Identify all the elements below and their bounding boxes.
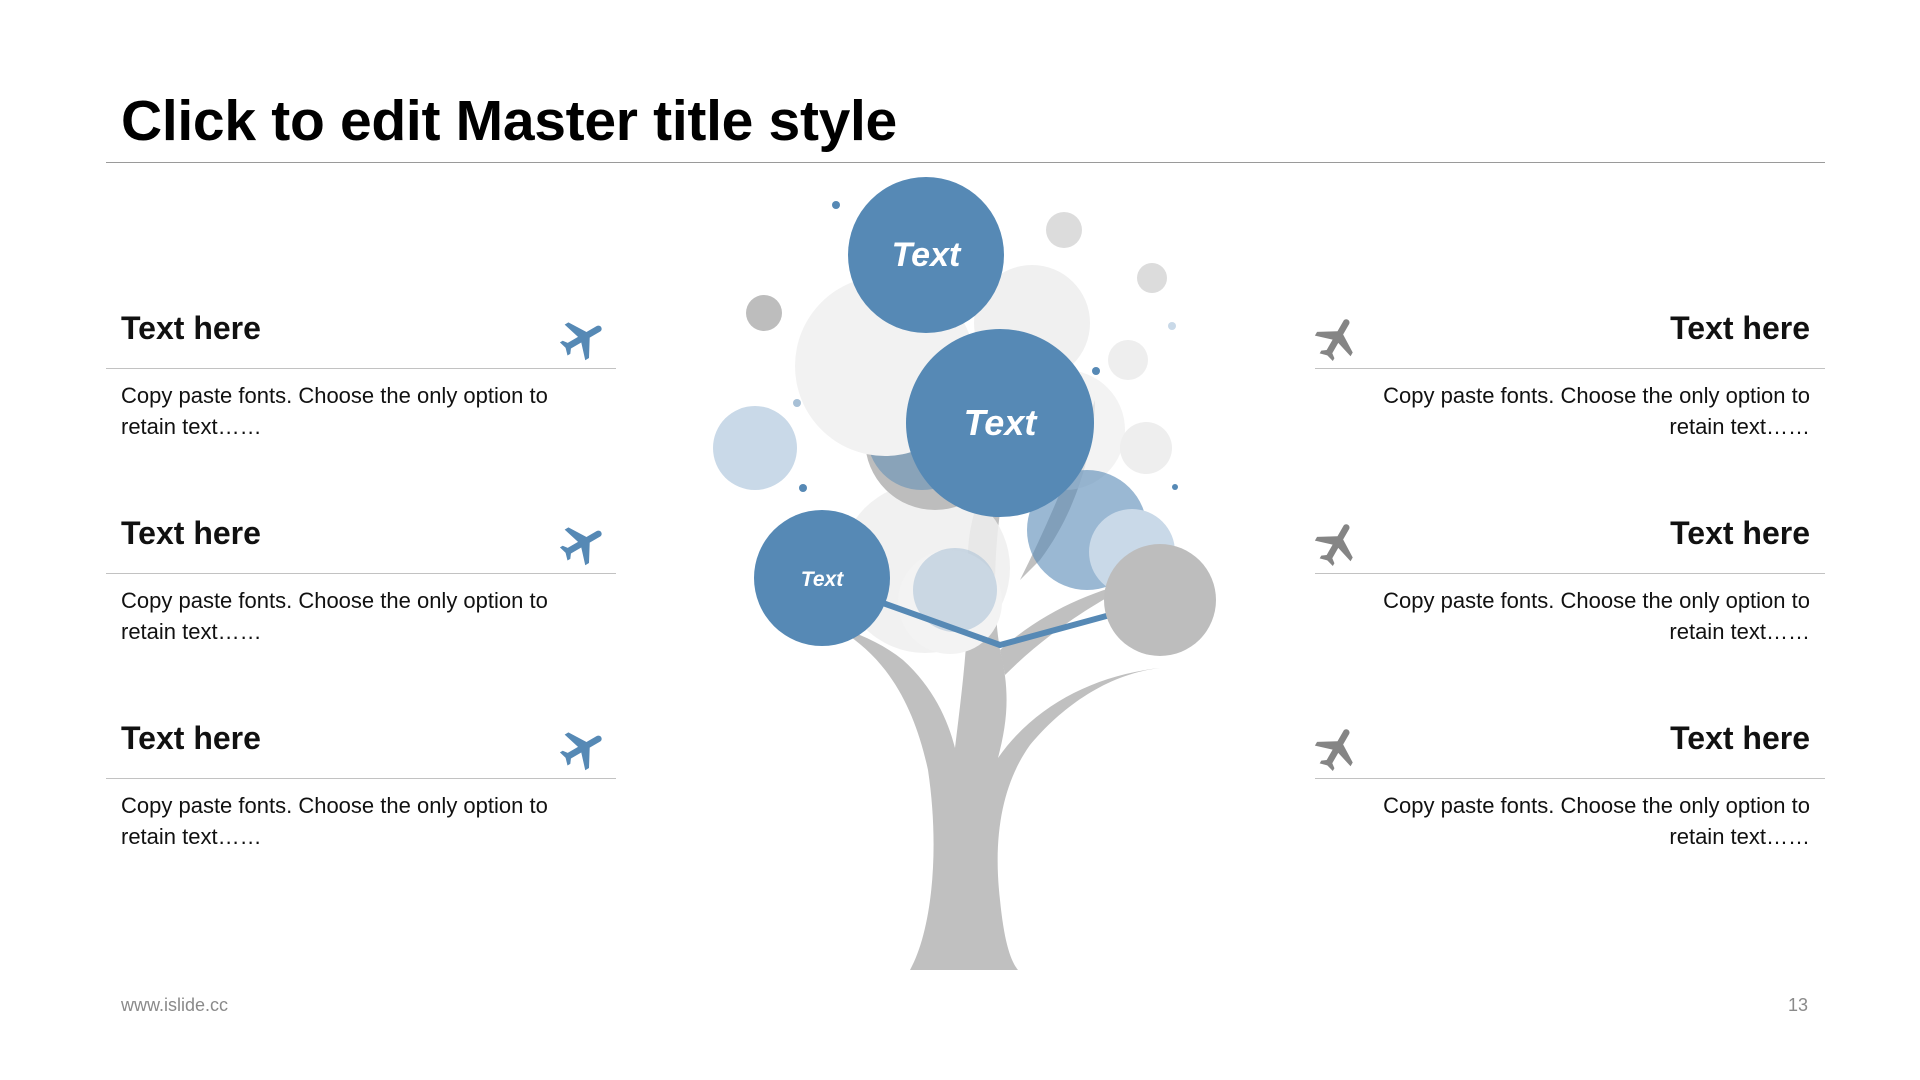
bubble-mid-label: Text	[964, 402, 1039, 443]
bubble-decor	[713, 406, 797, 490]
item-description: Copy paste fonts. Choose the only option…	[1383, 383, 1810, 439]
item-title: Text here	[121, 310, 261, 346]
item-divider	[1315, 573, 1825, 574]
item-divider	[106, 573, 616, 574]
item-description: Copy paste fonts. Choose the only option…	[1383, 588, 1810, 644]
item-divider	[1315, 368, 1825, 369]
dot-decor	[1092, 367, 1100, 375]
connector-line	[878, 599, 1111, 648]
right-item-1: Text here Copy paste fonts. Choose the o…	[1312, 310, 1825, 490]
item-divider	[1315, 778, 1825, 779]
item-title: Text here	[121, 515, 261, 551]
item-description: Copy paste fonts. Choose the only option…	[121, 383, 548, 439]
item-title: Text here	[1670, 720, 1810, 756]
item-divider	[106, 368, 616, 369]
bubble-decor	[1046, 212, 1082, 248]
dot-decor	[1172, 484, 1178, 490]
airplane-icon	[557, 723, 609, 775]
bubble-mid	[906, 329, 1094, 517]
item-description: Copy paste fonts. Choose the only option…	[121, 793, 548, 849]
bubble-decor	[913, 548, 997, 632]
item-divider	[106, 778, 616, 779]
slide-title: Click to edit Master title style	[121, 89, 897, 153]
airplane-icon	[1312, 723, 1364, 775]
left-item-2: Text here Copy paste fonts. Choose the o…	[106, 515, 616, 695]
bubble-decor	[1120, 422, 1172, 474]
footer-url: www.islide.cc	[121, 995, 229, 1015]
item-title: Text here	[1670, 515, 1810, 551]
item-description: Copy paste fonts. Choose the only option…	[121, 588, 548, 644]
item-title: Text here	[1670, 310, 1810, 346]
bubble-small-label: Text	[801, 568, 844, 591]
bubble-gray	[1104, 544, 1216, 656]
dot-decor	[793, 399, 801, 407]
dot-decor	[799, 484, 807, 492]
dot-decor	[832, 201, 840, 209]
airplane-icon	[1312, 313, 1364, 365]
item-description: Copy paste fonts. Choose the only option…	[1383, 793, 1810, 849]
left-item-3: Text here Copy paste fonts. Choose the o…	[106, 720, 616, 900]
right-item-2: Text here Copy paste fonts. Choose the o…	[1312, 515, 1825, 695]
airplane-icon	[557, 313, 609, 365]
tree-illustration: Text Text Text	[713, 177, 1216, 970]
bubble-top-label: Text	[892, 236, 962, 274]
bubble-top	[848, 177, 1004, 333]
bubble-decor	[1108, 340, 1148, 380]
airplane-icon	[1312, 518, 1364, 570]
right-item-3: Text here Copy paste fonts. Choose the o…	[1312, 720, 1825, 900]
dot-decor	[1168, 322, 1176, 330]
tree-branch-right	[1000, 580, 1140, 675]
item-title: Text here	[121, 720, 261, 756]
airplane-icon	[557, 518, 609, 570]
title-divider	[106, 162, 1825, 163]
bubble-decor	[1137, 263, 1167, 293]
page-number: 13	[1787, 995, 1808, 1015]
bubble-small	[754, 510, 890, 646]
bubble-decor	[746, 295, 782, 331]
tree-trunk	[763, 453, 1160, 970]
left-item-1: Text here Copy paste fonts. Choose the o…	[106, 310, 616, 490]
